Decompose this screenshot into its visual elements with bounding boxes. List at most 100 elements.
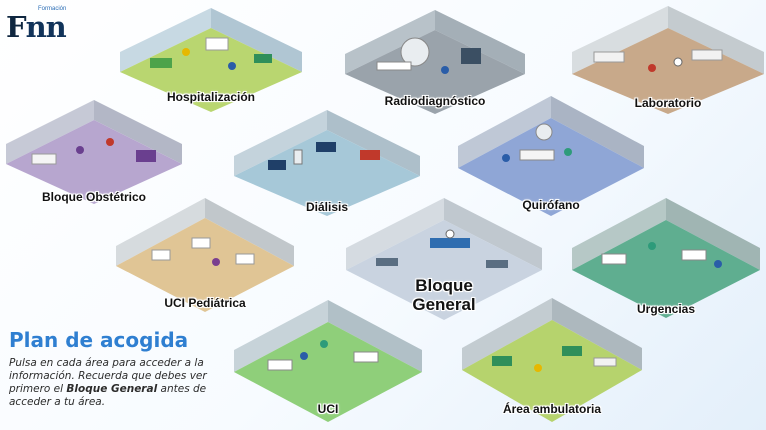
area-ambulatoria-illustration	[462, 298, 642, 422]
quirofano-illustration	[458, 96, 644, 216]
urgencias-illustration	[572, 198, 760, 318]
intro-text-bold: Bloque General	[66, 383, 158, 395]
uci-pediatrica-floor	[116, 218, 294, 312]
person-icon	[320, 340, 328, 348]
area-quirofano[interactable]: Quirófano	[458, 96, 644, 216]
person-icon	[673, 57, 683, 67]
bloque-obstetrico-illustration	[6, 100, 182, 204]
person-icon	[228, 62, 236, 70]
radiodiagnostico-floor	[345, 30, 525, 114]
area-dialisis[interactable]: Diálisis	[234, 110, 420, 216]
sofa-icon	[150, 58, 172, 68]
person-icon	[534, 364, 542, 372]
area-radiodiagnostico-label: Radiodiagnóstico	[384, 94, 486, 108]
bloque-general-floor	[346, 220, 542, 320]
bed-icon	[353, 351, 379, 363]
hospitalizacion-right-wall	[211, 8, 302, 72]
area-ambulatoria-label: Área ambulatoria	[502, 402, 602, 416]
sofa-icon	[562, 346, 582, 356]
reception-desk-icon	[430, 238, 470, 248]
person-icon	[182, 48, 190, 56]
intro-text-part1: Pulsa en cada área para acceder a la inf…	[9, 357, 207, 395]
crib-icon	[151, 249, 171, 261]
area-uci-label: UCI	[317, 402, 339, 416]
area-radiodiagnostico[interactable]: Radiodiagnóstico	[345, 10, 525, 114]
area-bloque-obstetrico[interactable]: Bloque Obstétrico	[6, 100, 182, 204]
person-icon	[441, 66, 449, 74]
area-hospitalizacion[interactable]: Hospitalización	[120, 8, 302, 112]
uci-floor	[234, 322, 422, 422]
area-ambulatoria[interactable]: Área ambulatoria	[462, 298, 642, 422]
person-icon	[714, 260, 722, 268]
monitor-icon	[461, 48, 481, 64]
person-icon	[445, 229, 455, 239]
person-icon	[212, 258, 220, 266]
urgencias-floor	[572, 220, 760, 318]
laboratorio-illustration	[572, 6, 764, 114]
area-bloque-general[interactable]: Bloque General	[346, 198, 542, 320]
intro-title: Plan de acogida	[9, 328, 189, 352]
area-quirofano-label: Quirófano	[522, 198, 580, 212]
bed-icon	[267, 359, 293, 371]
hospitalizacion-illustration	[120, 8, 302, 112]
person-icon	[648, 64, 656, 72]
intro-text-part2: antes de acceder a tu área.	[9, 383, 207, 408]
surgery-table-icon	[519, 149, 555, 161]
dialysis-machine-icon	[293, 149, 303, 165]
dialysis-chair-icon	[360, 150, 380, 160]
sofa-icon	[492, 356, 512, 366]
dialisis-floor	[234, 130, 420, 216]
desk-icon	[593, 357, 617, 367]
logo-letter-f: F	[6, 10, 27, 44]
person-icon	[300, 352, 308, 360]
logo-wordmark: Fnn	[6, 10, 67, 44]
bloque-general-line2: General	[412, 295, 476, 314]
stretcher-icon	[601, 253, 627, 265]
ct-scanner-icon	[400, 37, 430, 67]
crib-icon	[235, 253, 255, 265]
bloque-obstetrico-floor	[6, 120, 182, 204]
logo-subtitle: Formación	[38, 6, 67, 12]
bed-icon	[31, 153, 57, 165]
area-dialisis-label: Diálisis	[305, 200, 349, 214]
bench-icon	[486, 260, 508, 268]
intro-text: Pulsa en cada área para acceder a la inf…	[9, 357, 221, 409]
scanner-table-icon	[376, 61, 412, 71]
person-icon	[106, 138, 114, 146]
area-laboratorio-label: Laboratorio	[634, 96, 702, 110]
area-uci[interactable]: UCI	[234, 300, 422, 422]
stretcher-icon	[681, 249, 707, 261]
logo-letters-nn: nn	[25, 10, 67, 44]
chair-icon	[254, 54, 272, 63]
bench-icon	[376, 258, 398, 266]
radiodiagnostico-illustration	[345, 10, 525, 114]
fnn-logo: Formación Fnn	[6, 4, 76, 44]
surgical-lamp-icon	[535, 123, 553, 141]
dialisis-illustration	[234, 110, 420, 216]
person-icon	[648, 242, 656, 250]
lab-bench-icon	[593, 51, 625, 63]
surgeon-icon	[502, 154, 510, 162]
crib-icon	[191, 237, 211, 249]
area-urgencias-label: Urgencias	[636, 302, 696, 316]
dialysis-chair-icon	[316, 142, 336, 152]
bloque-general-illustration	[346, 198, 542, 320]
uci-pediatrica-illustration	[116, 198, 294, 312]
dialysis-chair-icon	[268, 160, 286, 170]
surgeon-icon	[564, 148, 572, 156]
area-ambulatoria-floor	[462, 320, 642, 422]
person-icon	[76, 146, 84, 154]
area-urgencias[interactable]: Urgencias	[572, 198, 760, 318]
chair-icon	[136, 150, 156, 162]
uci-illustration	[234, 300, 422, 422]
area-uci-pediatrica[interactable]: UCI Pediátrica	[116, 198, 294, 312]
quirofano-floor	[458, 118, 644, 216]
bed-icon	[205, 37, 229, 51]
lab-bench-icon	[691, 49, 723, 61]
hospitalizacion-floor	[120, 28, 302, 112]
area-bloque-general-label: Bloque General	[346, 276, 542, 314]
area-hospitalizacion-label: Hospitalización	[166, 90, 255, 104]
area-laboratorio[interactable]: Laboratorio	[572, 6, 764, 114]
area-uci-pediatrica-label: UCI Pediátrica	[164, 296, 246, 310]
bloque-general-line1: Bloque	[415, 276, 473, 295]
